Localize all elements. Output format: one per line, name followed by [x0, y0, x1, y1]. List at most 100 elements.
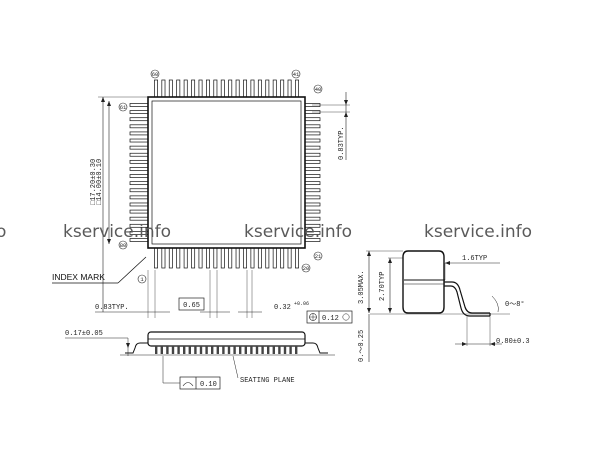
svg-text:0.12: 0.12: [322, 315, 339, 323]
side-lead: [171, 346, 175, 354]
svg-text:+0.06: +0.06: [294, 301, 309, 307]
pin-left: [129, 159, 149, 164]
index-mark: INDEX MARK: [52, 256, 147, 284]
pin-bottom: [228, 247, 233, 269]
pin-top: [176, 79, 181, 98]
watermark-text-0: o: [0, 222, 6, 242]
pin-right: [304, 152, 321, 157]
pin-bottom: [168, 247, 173, 269]
dim-bottom-extensions: [95, 270, 262, 318]
side-lead: [295, 346, 298, 354]
svg-text:1: 1: [140, 276, 144, 283]
pin-bottom: [235, 247, 240, 269]
pin-left: [129, 124, 149, 129]
pin-right: [304, 117, 321, 122]
side-lead: [194, 346, 197, 354]
side-lead: [160, 346, 163, 354]
side-lead: [272, 346, 275, 354]
seating-plane-label: SEATING PLANE: [232, 355, 295, 385]
pin-label-41: 41: [291, 69, 301, 79]
pin-left: [129, 152, 149, 157]
side-lead: [244, 346, 247, 354]
pin-bottom: [257, 247, 262, 269]
pin-top: [228, 79, 233, 98]
pin-top: [295, 79, 299, 98]
svg-text:0～8°: 0～8°: [505, 300, 525, 309]
pin-top: [220, 79, 225, 98]
pin-left: [129, 103, 149, 107]
pins-top: [154, 79, 299, 98]
pin-bottom: [205, 247, 210, 269]
pins-left: [129, 103, 149, 242]
svg-text:0.～0.25: 0.～0.25: [358, 330, 366, 362]
svg-text:20: 20: [303, 265, 310, 272]
pin-top: [205, 79, 210, 98]
pin-right: [304, 138, 321, 143]
svg-text:0.65: 0.65: [183, 302, 200, 310]
pin-bottom: [220, 247, 225, 269]
svg-text:0.10: 0.10: [200, 381, 217, 389]
svg-text:2.70TYP: 2.70TYP: [379, 272, 387, 301]
side-lead: [255, 346, 259, 354]
pins-right: [304, 103, 321, 242]
pin-label-61: 61: [118, 102, 128, 112]
svg-text:0.32: 0.32: [274, 304, 291, 312]
svg-text:SEATING PLANE: SEATING PLANE: [240, 377, 295, 385]
pin-right: [304, 195, 321, 200]
pin-top: [287, 79, 292, 98]
watermark-text-2: kservice.info: [244, 222, 352, 242]
side-lead: [205, 346, 208, 354]
pin-bottom: [287, 247, 292, 269]
side-lead: [289, 346, 292, 354]
side-lead: [183, 346, 186, 354]
lead-detail-view: [370, 250, 510, 317]
svg-text:1.6TYP: 1.6TYP: [462, 255, 487, 263]
pin-left: [129, 195, 149, 200]
pin-right: [304, 181, 321, 186]
svg-text:0.83TYP.: 0.83TYP.: [338, 126, 346, 160]
svg-text:61: 61: [120, 104, 127, 111]
pin-left: [129, 188, 149, 193]
dim-foot-len2: 0.80±0.3: [455, 316, 530, 346]
dim-foot-length: 1.6TYP: [444, 255, 500, 280]
pin-bottom: [161, 247, 166, 269]
side-lead: [283, 346, 287, 354]
svg-text:3.05MAX.: 3.05MAX.: [358, 270, 366, 304]
svg-text:INDEX MARK: INDEX MARK: [52, 272, 105, 282]
pin-right: [304, 209, 321, 214]
svg-text:41: 41: [293, 71, 300, 78]
pin-right: [304, 159, 321, 164]
pin-left: [129, 117, 149, 122]
dim-height-max: 3.05MAX.: [358, 250, 403, 313]
pin-right: [304, 167, 321, 171]
pin-top: [191, 79, 196, 98]
package-side-view: [120, 331, 335, 356]
pin-left: [129, 145, 149, 150]
dim-height-typ: 2.70TYP: [379, 257, 403, 313]
svg-text:80: 80: [120, 242, 127, 249]
pin-right: [304, 216, 321, 221]
pin-bottom: [243, 247, 248, 269]
pin-top: [198, 79, 203, 98]
side-lead: [227, 346, 231, 354]
pin-top: [250, 79, 255, 98]
pin-top: [272, 79, 277, 98]
side-lead: [166, 346, 169, 354]
pin-right: [304, 188, 321, 193]
pin-right: [304, 131, 321, 136]
side-lead: [239, 346, 242, 354]
pin-left: [129, 209, 149, 214]
pin-label-20: 20: [301, 263, 311, 273]
dim-angle: 0～8°: [491, 295, 525, 313]
pin-bottom: [265, 247, 270, 269]
side-lead: [216, 346, 219, 354]
pin-top: [265, 79, 270, 98]
svg-text:□14.00±0.10: □14.00±0.10: [96, 159, 104, 205]
pin-left: [129, 174, 149, 178]
pin-bottom: [198, 247, 203, 269]
pin-left: [129, 181, 149, 186]
pin-label-21: 21: [313, 251, 323, 261]
dim-lead-pitch-bottom: 0.83TYP.: [95, 304, 129, 312]
pin-bottom: [213, 247, 218, 269]
